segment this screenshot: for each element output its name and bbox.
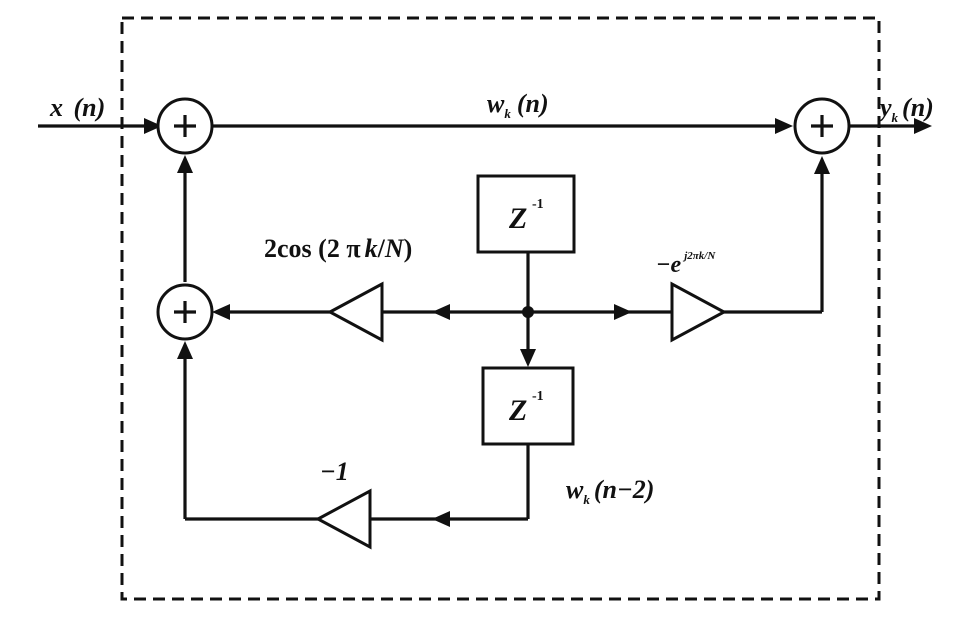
- gain-cos-triangle: [326, 281, 384, 343]
- system-boundary-dashed: [120, 16, 881, 601]
- junction-left-arrowhead: [432, 304, 450, 320]
- neg-gain-label: −1: [320, 457, 349, 486]
- delay-upper-base: Z: [508, 202, 527, 235]
- cos-gain-out-arrowhead: [212, 304, 230, 320]
- junction-right-arrowhead: [614, 304, 632, 320]
- delay-block-upper: Z -1: [476, 174, 576, 254]
- top-wire-arrowhead: [775, 118, 793, 134]
- input-label: x (n): [49, 93, 105, 122]
- feedback-up-arrowhead: [177, 155, 193, 173]
- delay-block-lower: Z -1: [481, 366, 575, 446]
- output-label: yk(n): [877, 93, 934, 125]
- neg-gain-up-arrowhead: [177, 341, 193, 359]
- delay-upper-exp: -1: [532, 197, 544, 212]
- twiddle-up-arrowhead: [814, 156, 830, 174]
- input-arrowhead: [144, 118, 162, 134]
- top-signal-label: wk(n): [487, 89, 549, 121]
- gain-twiddle-triangle: [670, 281, 728, 343]
- gain-neg-triangle: [314, 488, 372, 550]
- delayed-signal-label: wk(n−2): [566, 475, 654, 507]
- summer-output: [793, 97, 851, 155]
- junction-down-arrowhead: [520, 349, 536, 367]
- junction-node: [522, 306, 534, 318]
- delay-lower-base: Z: [508, 394, 527, 427]
- summer-feedback: [156, 283, 214, 341]
- summer-input: [156, 97, 214, 155]
- output-arrowhead: [914, 118, 932, 134]
- delay-lower-exp: -1: [532, 389, 544, 404]
- bottom-wire-arrowhead: [432, 511, 450, 527]
